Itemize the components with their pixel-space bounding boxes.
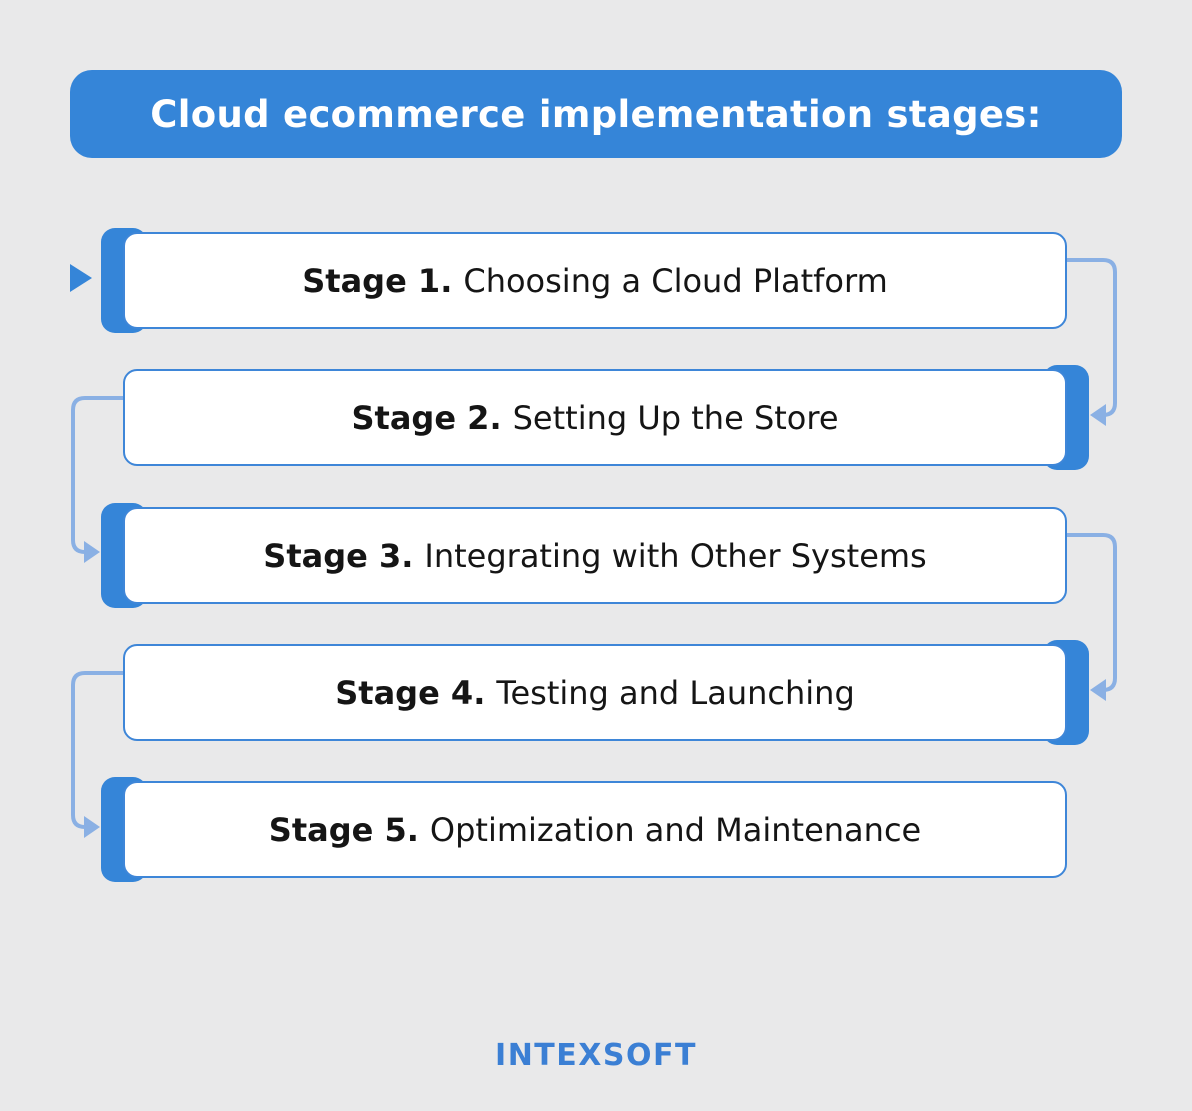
arrowhead-icon-stage4 (1090, 679, 1106, 701)
stage-5-panel: Stage 5. Optimization and Maintenance (123, 781, 1067, 878)
stage-3-panel: Stage 3. Integrating with Other Systems (123, 507, 1067, 604)
stage-5-label: Stage 5. (268, 810, 419, 849)
stage-1-label: Stage 1. (302, 261, 453, 300)
intexsoft-logo: INTEXSOFT (495, 1038, 697, 1073)
stage-4-title: Testing and Launching (496, 673, 855, 712)
stage-3-box: Stage 3. Integrating with Other Systems (101, 503, 1067, 608)
start-arrow-icon (70, 264, 92, 292)
stage-3-title: Integrating with Other Systems (424, 536, 927, 575)
title-banner: Cloud ecommerce implementation stages: (70, 70, 1122, 158)
arrowhead-icon-stage5 (84, 816, 100, 838)
stage-1-title: Choosing a Cloud Platform (463, 261, 888, 300)
stage-4-panel: Stage 4. Testing and Launching (123, 644, 1067, 741)
stage-3-label: Stage 3. (263, 536, 414, 575)
stage-1-box: Stage 1. Choosing a Cloud Platform (101, 228, 1067, 333)
arrowhead-icon-stage2 (1090, 404, 1106, 426)
stage-2-label: Stage 2. (351, 398, 502, 437)
arrowhead-icon-stage3 (84, 541, 100, 563)
stage-5-box: Stage 5. Optimization and Maintenance (101, 777, 1067, 882)
stage-4-box: Stage 4. Testing and Launching (123, 640, 1089, 745)
stage-2-title: Setting Up the Store (512, 398, 839, 437)
stage-4-label: Stage 4. (335, 673, 486, 712)
page-title: Cloud ecommerce implementation stages: (150, 92, 1042, 136)
stage-1-panel: Stage 1. Choosing a Cloud Platform (123, 232, 1067, 329)
stage-5-title: Optimization and Maintenance (429, 810, 922, 849)
stage-2-panel: Stage 2. Setting Up the Store (123, 369, 1067, 466)
stage-2-box: Stage 2. Setting Up the Store (123, 365, 1089, 470)
